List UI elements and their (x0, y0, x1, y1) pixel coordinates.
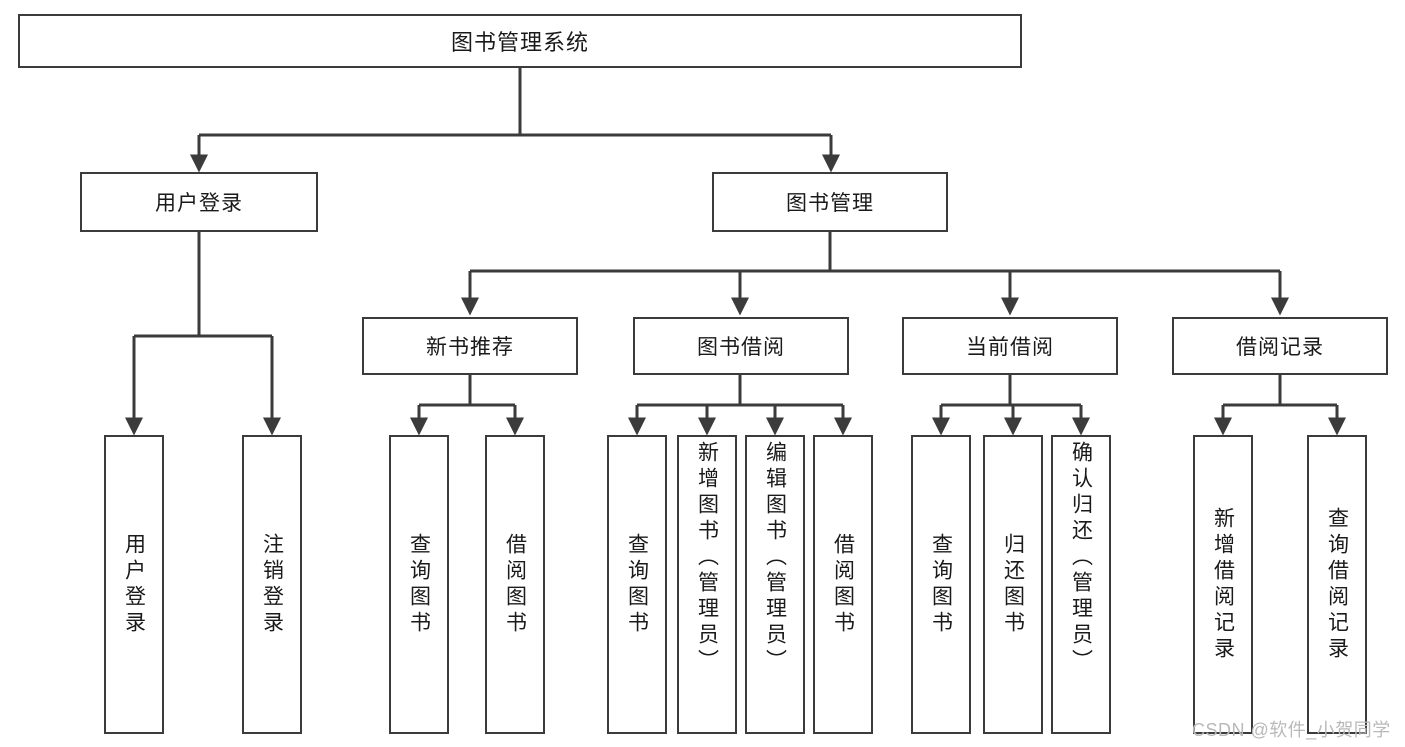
node-leaf-label-11: 新增借阅记录 (1211, 506, 1235, 663)
node-leaf-label-1: 注销登录 (260, 532, 284, 637)
node-leaf-4[interactable]: 查询图书 (607, 435, 667, 734)
node-leaf-label-2: 查询图书 (407, 532, 431, 637)
node-level3-2[interactable]: 当前借阅 (902, 317, 1118, 375)
node-leaf-9[interactable]: 归还图书 (983, 435, 1043, 734)
node-leaf-label-6: 编辑图书（管理员） (763, 441, 787, 675)
node-leaf-label-0: 用户登录 (122, 532, 146, 637)
node-leaf-label-12: 查询借阅记录 (1325, 506, 1349, 663)
node-level3-1[interactable]: 图书借阅 (633, 317, 849, 375)
node-leaf-label-9: 归还图书 (1001, 532, 1025, 637)
node-root-book-management-system[interactable]: 图书管理系统 (18, 14, 1022, 68)
node-leaf-label-8: 查询图书 (929, 532, 953, 637)
node-leaf-12[interactable]: 查询借阅记录 (1307, 435, 1367, 734)
watermark-credit: CSDN @软件_小贺同学 (1192, 720, 1391, 740)
node-leaf-11[interactable]: 新增借阅记录 (1193, 435, 1253, 734)
node-level3-0[interactable]: 新书推荐 (362, 317, 578, 375)
node-level3-3[interactable]: 借阅记录 (1172, 317, 1388, 375)
node-leaf-6[interactable]: 编辑图书（管理员） (745, 435, 805, 734)
node-leaf-8[interactable]: 查询图书 (911, 435, 971, 734)
node-leaf-label-3: 借阅图书 (503, 532, 527, 637)
node-leaf-label-10: 确认归还（管理员） (1069, 441, 1093, 675)
node-level2-1[interactable]: 图书管理 (712, 172, 948, 232)
node-leaf-2[interactable]: 查询图书 (389, 435, 449, 734)
node-leaf-10[interactable]: 确认归还（管理员） (1051, 435, 1111, 734)
node-leaf-0[interactable]: 用户登录 (104, 435, 164, 734)
node-leaf-label-7: 借阅图书 (831, 532, 855, 637)
node-leaf-1[interactable]: 注销登录 (242, 435, 302, 734)
node-leaf-5[interactable]: 新增图书（管理员） (677, 435, 737, 734)
node-level2-0[interactable]: 用户登录 (80, 172, 318, 232)
node-leaf-label-5: 新增图书（管理员） (695, 441, 719, 675)
node-leaf-7[interactable]: 借阅图书 (813, 435, 873, 734)
node-leaf-label-4: 查询图书 (625, 532, 649, 637)
node-leaf-3[interactable]: 借阅图书 (485, 435, 545, 734)
